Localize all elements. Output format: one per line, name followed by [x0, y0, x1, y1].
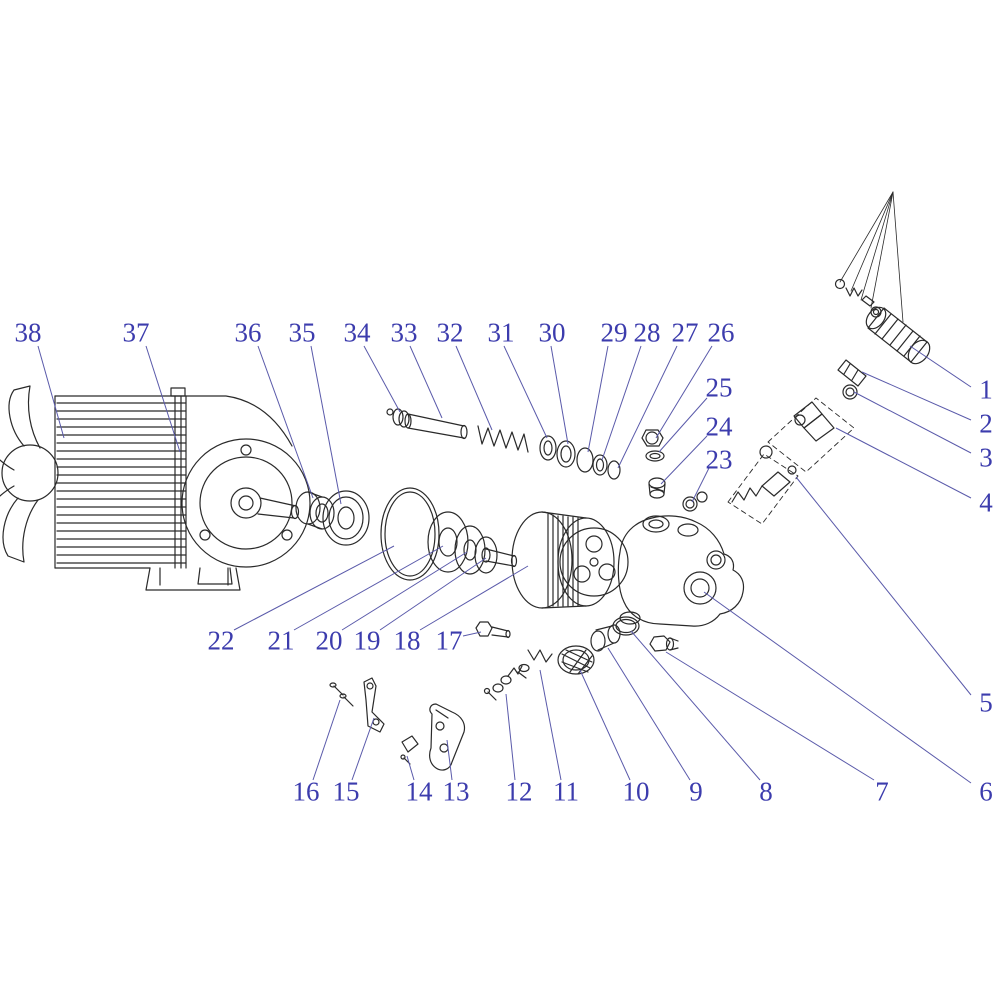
mounting-bracket — [363, 677, 385, 733]
leader-line-22 — [233, 545, 395, 631]
ball-bearing — [322, 490, 370, 546]
hex-nut — [641, 429, 665, 462]
leader-line-24 — [660, 435, 708, 485]
seal-stack — [539, 435, 621, 480]
inlet-strainer — [557, 645, 595, 675]
leader-line-25 — [658, 397, 708, 453]
leader-line-15 — [351, 717, 375, 781]
leader-line-23 — [691, 467, 710, 503]
fan — [0, 385, 59, 563]
valve-small-parts — [483, 649, 553, 701]
leader-line-7 — [665, 651, 875, 781]
leader-line-27 — [617, 345, 678, 469]
leader-line-28 — [601, 345, 642, 461]
valve-cartridge-group — [727, 445, 799, 525]
leader-line-33 — [409, 345, 443, 419]
leader-line-18 — [419, 565, 529, 631]
leader-line-37 — [145, 345, 181, 453]
leader-line-11 — [539, 669, 562, 781]
piston-spring — [477, 425, 529, 453]
leader-line-9 — [607, 647, 691, 781]
leader-line-38 — [37, 345, 65, 439]
leader-line-34 — [363, 345, 401, 413]
leader-line-1 — [909, 345, 972, 388]
coupler-sleeve — [837, 359, 867, 400]
elbow-fitting-group — [767, 397, 855, 473]
piston-rod — [404, 413, 468, 440]
hex-bolt — [475, 621, 511, 639]
pump-head — [617, 515, 745, 627]
leader-line-17 — [462, 631, 482, 637]
leader-line-4 — [835, 427, 972, 499]
leader-line-32 — [455, 345, 493, 431]
leader-line-29 — [587, 345, 609, 453]
inlet-fitting — [590, 624, 621, 652]
leader-line-13 — [446, 739, 453, 781]
coupler-detail-lines — [839, 191, 904, 323]
pump-housing — [511, 511, 629, 609]
screws — [329, 682, 354, 707]
wobble-plate — [427, 511, 518, 575]
leader-line-8 — [630, 630, 761, 781]
large-o-ring — [380, 487, 440, 581]
leader-line-35 — [310, 345, 342, 505]
leader-line-19 — [379, 557, 487, 631]
leader-line-30 — [550, 345, 569, 445]
motor-fins — [56, 402, 187, 564]
hex-plug — [649, 635, 679, 652]
leader-line-26 — [655, 345, 713, 439]
motor-end-bell — [181, 438, 311, 568]
leader-line-36 — [257, 345, 314, 499]
leader-line-31 — [503, 345, 548, 439]
leader-line-10 — [579, 669, 631, 781]
motor — [54, 387, 311, 591]
bearing-spacer — [295, 491, 335, 530]
small-rings — [682, 491, 708, 512]
motor-feet — [145, 567, 241, 591]
leader-line-3 — [853, 391, 972, 454]
leader-line-16 — [312, 699, 341, 781]
leader-line-14 — [406, 755, 415, 781]
leader-line-2 — [861, 371, 972, 421]
leader-line-21 — [293, 545, 444, 631]
leader-line-12 — [505, 693, 516, 781]
leader-line-5 — [795, 476, 972, 696]
quick-coupler — [865, 306, 931, 365]
tie-rod — [170, 387, 186, 569]
leader-lines — [37, 345, 972, 784]
leader-line-20 — [341, 551, 468, 631]
small-plug — [648, 477, 666, 499]
leader-line-6 — [703, 591, 972, 784]
